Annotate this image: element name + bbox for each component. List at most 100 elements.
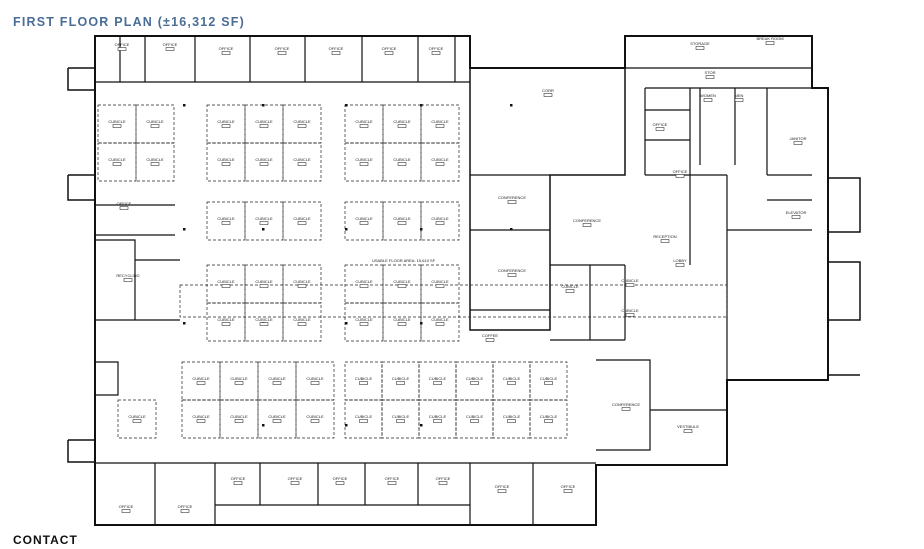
room-label-office: OFFICE [219,46,234,55]
cubicle-label: CUBICLE [268,414,286,419]
room-number-tag [435,124,445,128]
cubicle-label: CUBICLE [355,414,373,419]
room-name: OFFICE [382,46,397,51]
room-number-tag [221,322,231,326]
cubicle-label: CUBICLE [431,317,449,322]
room-number-tag [485,338,495,342]
cubicle-label: CUBICLE [431,279,449,284]
room-number-tag [544,419,553,423]
cubicle-label: CUBICLE [108,119,126,124]
room-name: RECYCLING [116,273,139,278]
room-number-tag [660,239,670,243]
cubicle: CUBICLE [344,264,384,304]
cubicle: CUBICLE [282,302,322,342]
cubicle: CUBICLE [117,399,157,439]
room-number-tag [297,162,307,166]
cubicle: CUBICLE [382,302,422,342]
cubicle: CUBICLE [382,104,422,144]
room-label-office: OFFICE [115,42,130,51]
room-label-cubicle: CUBICLE [621,308,639,317]
room-label-reception: RECEPTION [653,234,677,243]
room-label-office: OFFICE [275,46,290,55]
room-number-tag [396,419,405,423]
room-label-storage: STORAGE [690,41,710,50]
cubicle-label: CUBICLE [393,317,411,322]
room-number-tag [565,289,575,293]
room-number-tag [791,215,801,219]
room-name: OFFICE [385,476,400,481]
cubicle-label: CUBICLE [393,216,411,221]
room-number-tag [621,407,631,411]
room-label-office: OFFICE [429,46,444,55]
room-label-office: OFFICE [117,201,132,210]
cubicle-label: CUBICLE [355,119,373,124]
cubicle-label: CUBICLE [293,279,311,284]
cubicle-label: CUBICLE [355,317,373,322]
cubicle-label: CUBICLE [108,157,126,162]
room-number-tag [112,162,122,166]
room-number-tag [705,75,715,79]
room-number-tag [397,284,407,288]
contact-heading: CONTACT [13,533,78,547]
cubicle-label: CUBICLE [392,376,410,381]
building-walls [67,35,861,526]
room-number-tag [507,419,516,423]
room-name: OFFICE [119,504,134,509]
room-name: CUBICLE [621,308,639,313]
room-label-coffee: COFFEE [482,333,498,342]
room-number-tag [435,162,445,166]
cubicle: CUBICLE [455,399,494,439]
room-number-tag [119,206,129,210]
room-number-tag [196,381,206,385]
room-name: OFFICE [117,201,132,206]
cubicle-label: CUBICLE [255,216,273,221]
cubicle: CUBICLE [181,361,221,401]
room-name: STOR [704,70,715,75]
room-number-tag [544,381,553,385]
room-number-tag [387,481,397,485]
cubicle: CUBICLE [219,399,259,439]
room-label-conference: CONFERENCE [573,218,601,227]
room-number-tag [359,322,369,326]
cubicle: CUBICLE [257,361,297,401]
room-label-janitor: JANITOR [789,136,807,145]
cubicle: CUBICLE [244,201,284,241]
room-label-office: OFFICE [495,484,510,493]
cubicle-label: CUBICLE [431,216,449,221]
cubicle: CUBICLE [344,399,383,439]
cubicle: CUBICLE [492,361,531,401]
cubicle-label: CUBICLE [217,317,235,322]
room-name: CUBICLE [561,284,579,289]
room-number-tag [397,221,407,225]
room-name: OFFICE [231,476,246,481]
room-number-tag [234,381,244,385]
room-number-tag [310,419,320,423]
cubicle-label: CUBICLE [393,119,411,124]
room-number-tag [259,322,269,326]
room-number-tag [470,419,479,423]
cubicle-label: CUBICLE [192,376,210,381]
cubicle: CUBICLE [282,104,322,144]
room-number-tag [359,162,369,166]
cubicle-label: CUBICLE [217,216,235,221]
room-number-tag [259,284,269,288]
room-label-office: OFFICE [119,504,134,513]
room-number-tag [625,283,635,287]
cubicle-label: CUBICLE [540,414,558,419]
room-label-office: OFFICE [288,476,303,485]
cubicle-label: CUBICLE [431,157,449,162]
cubicle: CUBICLE [244,104,284,144]
room-label-vestibule: VESTIBULE [677,424,699,433]
room-name: CUBICLE [621,278,639,283]
room-label-cubicle: CUBICLE [621,278,639,287]
cubicle: CUBICLE [420,302,460,342]
room-number-tag [272,419,282,423]
room-number-tag [234,419,244,423]
room-number-tag [132,419,142,423]
cubicle-label: CUBICLE [293,216,311,221]
room-label-office: OFFICE [561,484,576,493]
room-number-tag [695,46,705,50]
cubicle-label: CUBICLE [355,216,373,221]
room-label-office: OFFICE [163,42,178,51]
cubicle-label: CUBICLE [230,376,248,381]
